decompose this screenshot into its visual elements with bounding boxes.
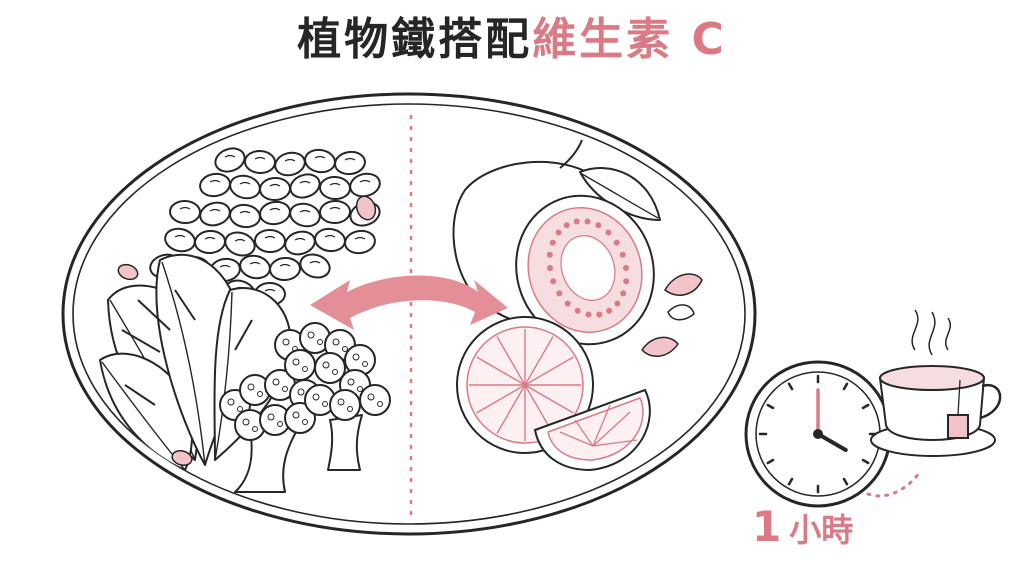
tea-cup-icon — [870, 309, 1002, 457]
spinach-icon — [99, 253, 292, 471]
time-unit: 小時 — [789, 511, 854, 549]
title-main: 植物鐵搭配 — [297, 14, 533, 65]
double-arrow-icon — [310, 275, 508, 330]
dotted-path — [866, 470, 922, 498]
page-title: 植物鐵搭配維生素 C — [0, 8, 1024, 72]
broccoli-icon — [219, 322, 391, 493]
clock-icon — [744, 360, 892, 508]
title-highlight: 維生素 C — [532, 14, 727, 65]
decorative-beans — [117, 195, 703, 466]
clock-hour-hand — [816, 432, 848, 452]
grapefruit-icon — [456, 316, 651, 472]
guava-icon — [452, 139, 661, 346]
time-number: 1 — [752, 502, 782, 551]
